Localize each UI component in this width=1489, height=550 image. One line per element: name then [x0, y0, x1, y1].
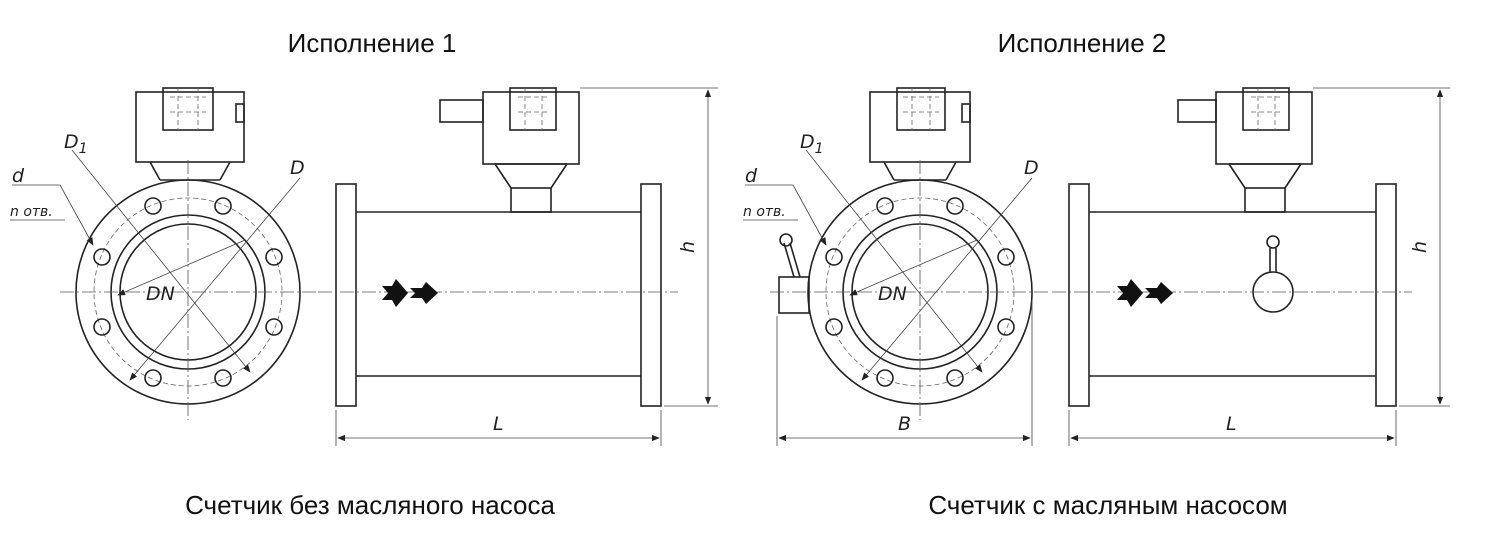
left-flange [335, 183, 357, 407]
bolt-holes [825, 197, 1015, 387]
terminal-box [162, 87, 214, 131]
hole-count-label: n отв. [743, 204, 786, 220]
variant-2-caption: Счетчик с масляным насосом [928, 490, 1288, 520]
d1-label: D1 [800, 131, 824, 157]
variant-2-heading: Исполнение 2 [997, 28, 1167, 58]
outer-diameter-label: D [290, 157, 305, 179]
sensor-housing-side [1215, 91, 1313, 165]
d1-label: D1 [64, 131, 88, 157]
variant-1-heading: Исполнение 1 [287, 28, 457, 58]
oil-pump [778, 233, 810, 314]
hole-count-label: n отв. [10, 204, 53, 220]
oil-pump-side [1252, 235, 1294, 313]
variant-1-side-view: L h [318, 87, 718, 446]
height-label: h [677, 241, 699, 253]
flow-direction-arrow [382, 279, 438, 307]
height-label: h [1409, 241, 1431, 253]
right-flange [1375, 183, 1397, 407]
cable-gland [1177, 99, 1217, 123]
cable-gland [439, 99, 484, 123]
variant-2-side-view: L h [1052, 87, 1450, 446]
right-flange [640, 183, 662, 407]
dn-label: DN [146, 283, 175, 305]
left-flange [1068, 183, 1090, 407]
bolt-diameter-label: d [12, 165, 25, 187]
bolt-holes [93, 197, 283, 387]
length-label: L [1226, 413, 1237, 435]
sensor-housing [869, 91, 971, 163]
length-label: L [493, 413, 504, 435]
variant-2-front-view: D1 D d n отв. DN B [743, 87, 1050, 446]
outer-diameter-label: D [1024, 157, 1039, 179]
sensor-housing-side [482, 91, 580, 165]
width-label: B [898, 413, 911, 435]
sensor-housing [135, 91, 245, 163]
variant-1-caption: Счетчик без масляного насоса [185, 490, 555, 520]
dn-label: DN [878, 283, 907, 305]
bolt-diameter-label: d [745, 165, 758, 187]
flow-direction-arrow [1117, 279, 1173, 307]
variant-1-front-view: D1 D d n отв. DN [10, 87, 318, 420]
